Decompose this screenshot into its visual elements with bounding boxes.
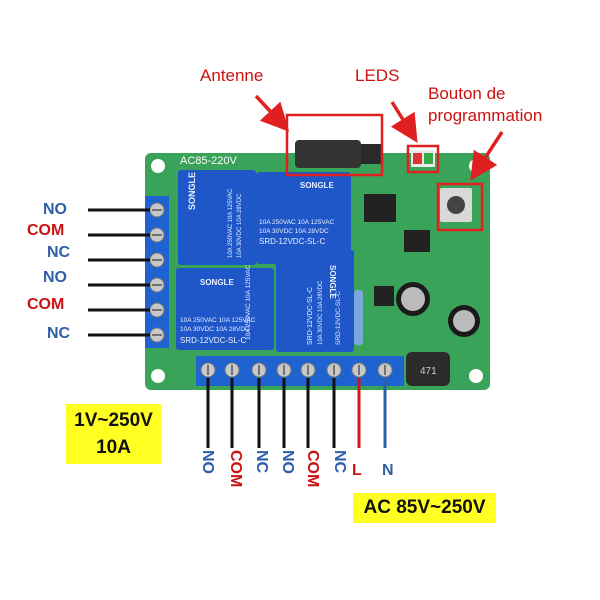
button-highlight-box [436,182,484,232]
led-green [424,153,433,164]
leds-callout: LEDS [355,66,400,85]
relay-spec: 10A 250VAC 10A 125VAC [259,219,335,226]
ic-chip [364,194,396,222]
programming-button-cap [447,196,465,214]
bottom-label-com: COM [304,450,321,488]
power-box: AC 85V~250V [353,493,496,523]
mount-hole [469,369,483,383]
ic-chip [404,230,430,252]
left-label-no: NO [43,201,67,218]
rating-voltage: 1V~250V [74,410,153,431]
relay-spec: 10A 250VAC 10A 125VAC [245,264,252,340]
mount-hole [151,159,165,173]
relay-model: SRD-12VDC-SL-C [180,336,246,345]
left-label-com: COM [27,296,65,313]
relay-brand: SONGLE [200,278,234,287]
leds-arrow [390,101,418,143]
antenna-highlight-box [285,113,384,177]
bottom-label-l: L [352,462,362,479]
bottom-label-n: N [382,462,394,479]
bottom-label-no: NO [279,450,296,474]
bouton-callout-line2: programmation [428,106,543,125]
leds-highlight-box [406,144,440,174]
led-red [413,153,422,164]
power-range: AC 85V~250V [363,497,486,518]
capacitor-top [453,310,475,332]
bouton-callout-line1: Bouton de [428,84,506,103]
bottom-label-nc: NC [331,450,348,474]
bottom-label-com: COM [227,450,244,488]
relay [178,170,256,265]
relay [276,250,354,352]
relay-spec: 10A 30VDC 10A 28VDC [237,193,243,258]
antenne-callout: Antenne [200,66,264,85]
mount-hole [151,369,165,383]
relay-spec: 10A 30VDC 10A 28VDC [259,228,329,235]
button-arrow [470,131,504,181]
relay-model: SRD-12VDC-SL-C [335,291,342,345]
relay-brand: SONGLE [300,181,334,190]
capacitor-top [401,287,425,311]
relay-brand: SONGLE [328,265,337,299]
relay-spec: 10A 250VAC 10A 125VAC [180,317,256,324]
bottom-label-no: NO [199,450,216,474]
relay-spec: 10A 30VDC 10A 28VDC [180,326,250,333]
relay [176,268,274,350]
resistor [354,290,363,345]
left-label-com: COM [27,222,65,239]
rating-current: 10A [96,437,131,458]
relay-model: SRD-12VDC-SL-C [259,237,325,246]
relay-spec: 10A 30VDC 10A 28VDC [318,280,324,345]
ic-chip [374,286,394,306]
inductor [406,352,450,386]
antenna-coil [295,140,361,168]
relay-brand: SONGLE [187,172,197,210]
antenna-arrow [254,94,290,132]
left-label-nc: NC [47,325,71,342]
relay-spec: 10A 250VAC 10A 125VAC [228,188,234,258]
left-label-nc: NC [47,244,71,261]
left-label-no: NO [43,269,67,286]
relay-model: SRD-12VDC-SL-C [307,287,314,345]
left-terminal-block [145,196,169,348]
inductor-label: 471 [420,366,437,377]
antenna-base [361,144,383,164]
silkscreen-top: AC85-220V [180,155,238,167]
relay [256,172,351,264]
bottom-label-nc: NC [253,450,270,474]
rating-box: 1V~250V 10A [66,404,161,464]
